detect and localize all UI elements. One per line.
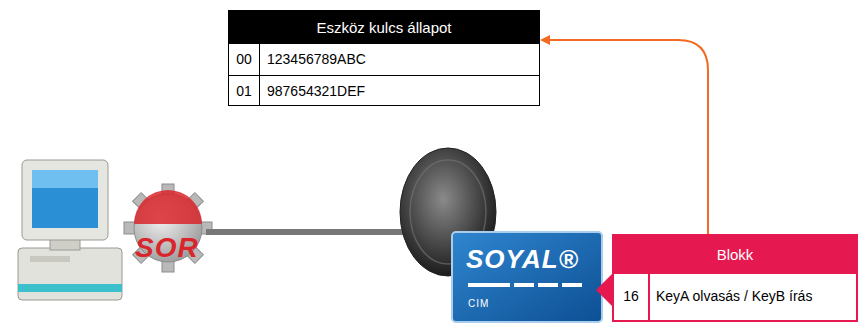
soyal-card [452, 232, 602, 322]
table-rule [259, 44, 260, 105]
sor-gear-logo [124, 184, 212, 272]
table-cell: KeyA olvasás / KeyB írás [656, 288, 812, 304]
table-rule [648, 274, 650, 320]
node-title: Eszköz kulcs állapot [229, 11, 539, 44]
node-title: Blokk [614, 236, 856, 274]
block-box: Blokk 16 KeyA olvasás / KeyB írás [612, 234, 858, 322]
key-table: Eszköz kulcs állapot 00 123456789ABC 01 9876… [228, 10, 540, 106]
table-cell: 987654321DEF [267, 83, 365, 99]
table-cell: 16 [614, 288, 648, 304]
logo-text: SOR [135, 232, 199, 264]
card-stripes [468, 283, 582, 287]
logo-text: SOYAL® [466, 244, 579, 275]
table-cell: 123456789ABC [267, 51, 366, 67]
computer-icon [18, 160, 122, 300]
card-text: CIM [468, 298, 489, 309]
table-rule [229, 75, 539, 76]
table-cell: 00 [229, 51, 259, 67]
cable [206, 229, 420, 235]
table-cell: 01 [229, 83, 259, 99]
connector-arrow [542, 40, 708, 234]
callout-pointer [596, 274, 612, 306]
